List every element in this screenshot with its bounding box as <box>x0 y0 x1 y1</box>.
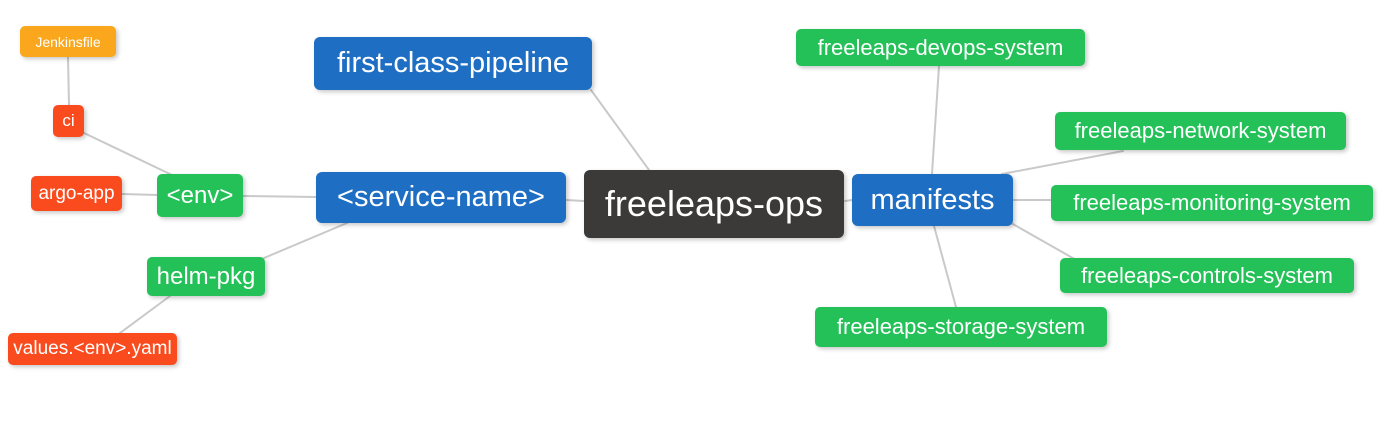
edge-pipeline-root <box>590 89 650 171</box>
edge-jenkinsfile-ci <box>67 56 70 106</box>
edge-root-manifests <box>844 199 853 202</box>
edge-manifests-storage <box>933 225 957 308</box>
node-freeleaps-devops-system[interactable]: freeleaps-devops-system <box>796 29 1085 66</box>
node-ci[interactable]: ci <box>53 105 84 137</box>
node-first-class-pipeline[interactable]: first-class-pipeline <box>314 37 592 90</box>
edge-argo-app-env <box>121 193 158 196</box>
node-service-name[interactable]: <service-name> <box>316 172 566 223</box>
edge-helm-pkg-values <box>119 295 171 334</box>
edge-manifests-devops <box>931 65 940 175</box>
node-freeleaps-monitoring-system[interactable]: freeleaps-monitoring-system <box>1051 185 1373 221</box>
edge-service-name-helm-pkg <box>263 222 348 259</box>
node-freeleaps-network-system[interactable]: freeleaps-network-system <box>1055 112 1346 150</box>
edge-service-name-root <box>565 199 585 202</box>
node-env[interactable]: <env> <box>157 174 243 217</box>
node-values-env-yaml[interactable]: values.<env>.yaml <box>8 333 177 365</box>
node-freeleaps-controls-system[interactable]: freeleaps-controls-system <box>1060 258 1354 293</box>
edge-ci-env <box>83 132 173 176</box>
node-manifests[interactable]: manifests <box>852 174 1013 226</box>
edge-env-service-name <box>242 195 317 198</box>
node-freeleaps-ops[interactable]: freeleaps-ops <box>584 170 844 238</box>
node-jenkinsfile[interactable]: Jenkinsfile <box>20 26 116 57</box>
node-freeleaps-storage-system[interactable]: freeleaps-storage-system <box>815 307 1107 347</box>
node-helm-pkg[interactable]: helm-pkg <box>147 257 265 296</box>
node-argo-app[interactable]: argo-app <box>31 176 122 211</box>
edge-manifests-controls <box>1010 222 1079 262</box>
edge-manifests-network <box>1001 150 1124 175</box>
